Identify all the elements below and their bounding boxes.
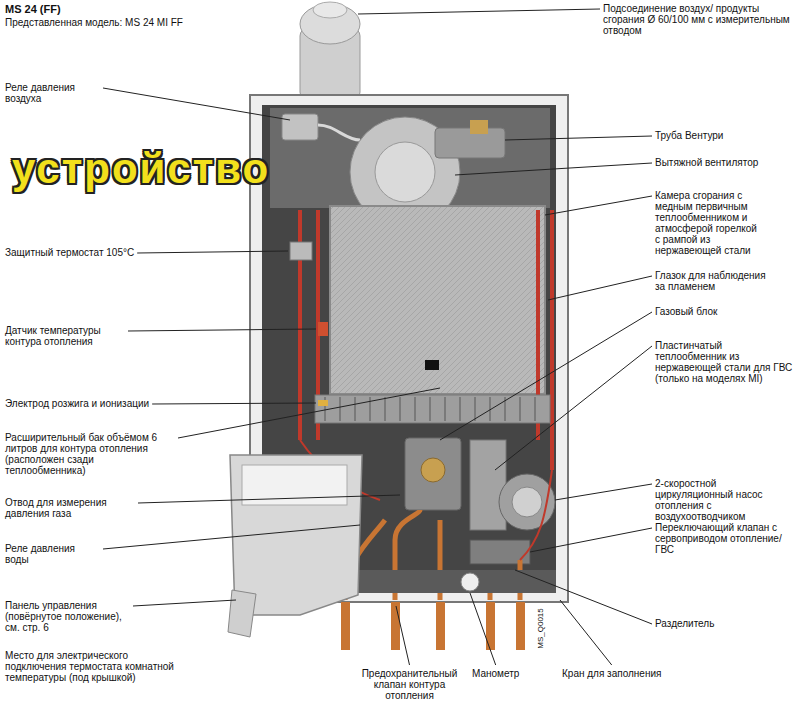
part-label: Предохранительный клапан контура отоплен… xyxy=(352,668,467,701)
part-label: Датчик температуры контура отопления xyxy=(5,325,125,347)
part-label: Камера сгорания с медным первичным тепло… xyxy=(655,190,760,256)
part-label: Реле давления воздуха xyxy=(5,82,100,104)
temperature-sensor xyxy=(318,322,328,336)
part-label: Вытяжной вентилятор xyxy=(655,157,758,168)
leader-line xyxy=(440,312,652,440)
part-label: Пластинчатый теплообменник из нержавеюще… xyxy=(655,340,795,384)
part-label: Место для электрического подключения тер… xyxy=(5,650,175,683)
chamber-window xyxy=(425,360,439,370)
leader-line xyxy=(455,163,652,175)
pipe-connection xyxy=(516,602,525,650)
part-label: Защитный термостат 105°C xyxy=(5,247,134,258)
leader-line xyxy=(470,593,496,665)
part-label: 2-скоростной циркуляционный насос отопле… xyxy=(655,478,790,522)
leader-line xyxy=(133,600,236,606)
flue-cap xyxy=(313,2,347,18)
ignition-electrode xyxy=(318,400,328,406)
combustion-chamber xyxy=(330,206,545,394)
manometer xyxy=(461,573,479,591)
pipe-connection xyxy=(341,602,350,650)
leader-line xyxy=(505,136,652,140)
part-label: Отвод для измерения давления газа xyxy=(5,497,135,519)
leader-line xyxy=(560,600,612,665)
title: MS 24 (FF) xyxy=(5,3,61,16)
leader-line xyxy=(137,251,288,253)
burner-ramp xyxy=(315,395,550,423)
fan-motor xyxy=(375,142,435,202)
leader-line xyxy=(128,329,316,331)
part-label: Электрод розжига и ионизации xyxy=(5,398,149,409)
air-pressure-switch xyxy=(282,114,318,140)
part-label: Кран для заполнения xyxy=(562,668,661,679)
heading-word: устройство xyxy=(12,146,270,192)
part-label: Разделитель xyxy=(655,618,714,629)
part-label: Расширительный бак объёмом 6 литров для … xyxy=(5,432,175,476)
leader-line xyxy=(515,570,652,624)
leader-line xyxy=(545,196,652,215)
leader-line xyxy=(530,528,652,552)
pipe-connection xyxy=(436,602,445,650)
leader-line xyxy=(555,484,652,500)
heating-pipe xyxy=(300,210,552,470)
leader-line xyxy=(495,346,652,470)
part-label: Реле давления воды xyxy=(5,543,100,565)
part-label: Манометр xyxy=(472,668,519,679)
leader-line xyxy=(178,388,440,438)
part-label: Подсоединение воздух/ продукты сгорания … xyxy=(603,3,798,36)
part-label: Глазок для наблюдения за пламенем xyxy=(655,270,770,292)
venturi-connector xyxy=(470,120,488,134)
leader-line xyxy=(152,403,316,404)
safety-thermostat xyxy=(290,242,312,260)
pump-cap xyxy=(512,487,542,517)
part-label: Панель управления (повёрнутое положение)… xyxy=(5,600,130,633)
part-label: Газовый блок xyxy=(655,306,717,317)
burner-blades xyxy=(325,397,535,421)
part-label: Представленная модель: MS 24 MI FF xyxy=(5,17,183,28)
leader-line xyxy=(103,88,290,120)
gas-valve-coil xyxy=(421,458,445,482)
part-label: Переключающий клапан с сервоприводом ото… xyxy=(655,522,785,555)
leader-line xyxy=(138,495,400,503)
pipe-connection xyxy=(391,602,400,650)
plate-heat-exchanger xyxy=(470,440,506,530)
drawing-code: MS_Q0015 xyxy=(536,608,545,648)
part-label: Труба Вентури xyxy=(655,130,723,141)
leader-line xyxy=(358,9,600,14)
panel-cover xyxy=(228,590,256,637)
gas-valve xyxy=(405,438,461,510)
leader-line xyxy=(396,606,410,665)
air-hose xyxy=(318,125,360,140)
leader-line xyxy=(548,276,652,300)
leader-line xyxy=(103,525,360,549)
